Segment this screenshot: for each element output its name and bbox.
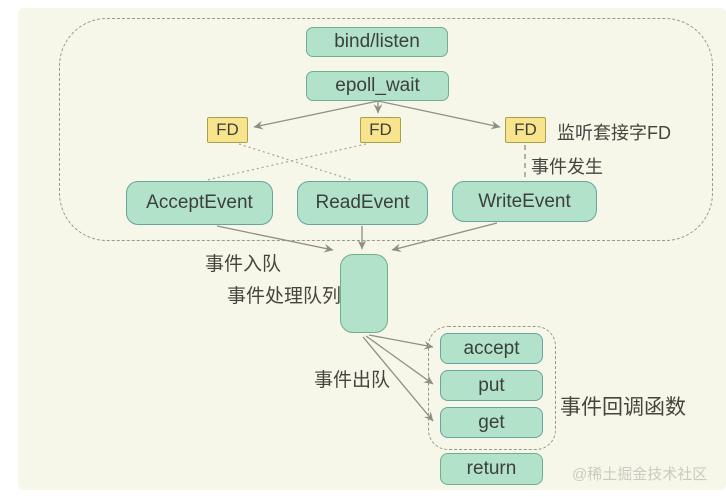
- node-event-queue: [340, 254, 388, 333]
- node-fd-2: FD: [360, 117, 401, 143]
- node-fd-1: FD: [207, 117, 248, 143]
- node-accept-callback: accept: [440, 333, 543, 364]
- label-listening-socket-fd: 监听套接字FD: [557, 123, 671, 143]
- node-accept-event: AcceptEvent: [126, 181, 273, 225]
- epoll-loop-frame: [59, 18, 713, 241]
- label-event-callbacks: 事件回调函数: [560, 396, 686, 419]
- node-epoll-wait: epoll_wait: [306, 71, 449, 101]
- node-write-event: WriteEvent: [452, 181, 597, 222]
- label-event-process-queue: 事件处理队列: [227, 286, 342, 307]
- node-read-event: ReadEvent: [297, 181, 428, 225]
- node-get-callback: get: [440, 407, 543, 438]
- watermark: @稀土掘金技术社区: [572, 466, 708, 483]
- node-put-callback: put: [440, 370, 543, 401]
- callbacks-frame: [428, 326, 556, 450]
- label-event-occurs: 事件发生: [531, 157, 603, 177]
- label-event-enqueue: 事件入队: [205, 254, 282, 275]
- node-bind-listen: bind/listen: [306, 27, 448, 57]
- node-fd-3: FD: [505, 117, 546, 143]
- node-return: return: [440, 453, 543, 485]
- label-event-dequeue: 事件出队: [314, 370, 391, 391]
